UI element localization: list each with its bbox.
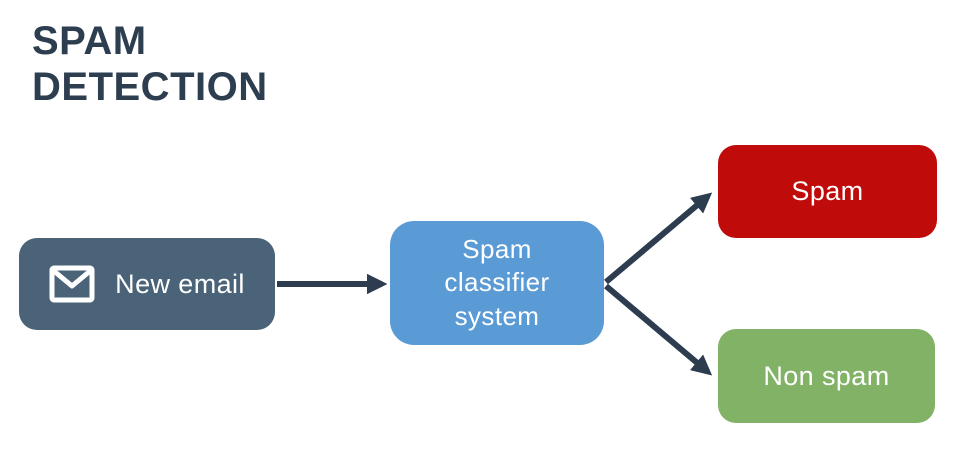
node-new-email: New email — [19, 238, 275, 330]
node-new-email-label: New email — [115, 268, 245, 299]
page-title: SPAM DETECTION — [32, 19, 268, 110]
node-spam: Spam — [718, 145, 937, 238]
node-classifier-label: Spam classifier system — [444, 234, 550, 331]
node-non-spam: Non spam — [718, 329, 935, 423]
arrow-classifier-to-spam — [604, 192, 713, 285]
envelope-icon — [49, 265, 95, 303]
node-non-spam-label: Non spam — [763, 360, 890, 391]
node-spam-label: Spam — [791, 176, 864, 206]
arrow-classifier-to-non-spam — [604, 283, 713, 376]
node-classifier: Spam classifier system — [390, 221, 604, 345]
